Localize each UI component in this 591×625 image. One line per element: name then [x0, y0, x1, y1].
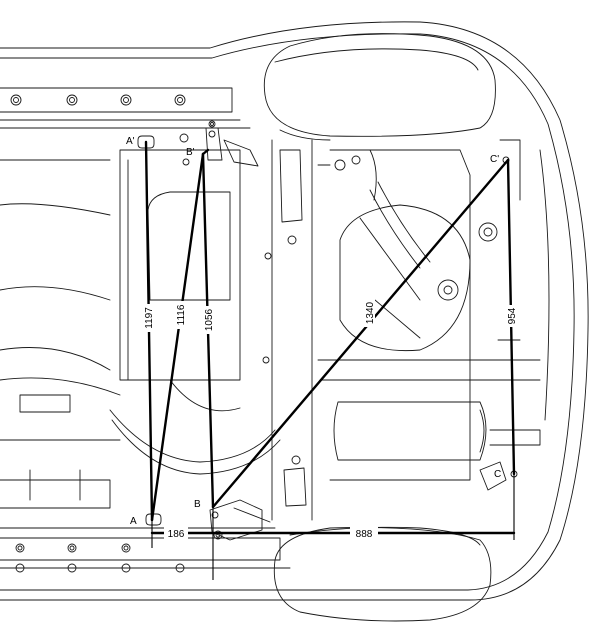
- svg-text:1340: 1340: [365, 301, 376, 324]
- dim-label-186: 186: [164, 526, 188, 540]
- svg-text:1116: 1116: [176, 304, 187, 325]
- point-label-b: B: [194, 499, 201, 510]
- point-label-b-prime: B': [186, 147, 195, 158]
- svg-text:888: 888: [356, 529, 373, 540]
- svg-text:186: 186: [168, 529, 185, 540]
- measurement-lines: [144, 140, 516, 580]
- point-label-a: A: [130, 516, 137, 527]
- dim-label-888: 888: [350, 526, 378, 540]
- point-label-c-prime: C': [490, 154, 499, 165]
- svg-text:1197: 1197: [144, 307, 155, 329]
- dimension-line-bprime-to-b: [201, 148, 210, 156]
- dim-label-954: 954: [505, 305, 518, 327]
- dim-label-1056: 1056: [202, 306, 215, 334]
- vehicle-underbody-line-art: [0, 21, 589, 622]
- dim-label-1197: 1197: [142, 304, 155, 332]
- svg-text:954: 954: [507, 307, 518, 324]
- dim-label-1340: 1340: [363, 299, 376, 327]
- svg-text:1056: 1056: [204, 308, 215, 331]
- dim-label-1116: 1116: [174, 301, 187, 329]
- dimension-labels: 1197 1116 1056 1340 954 186 888: [142, 299, 518, 540]
- dimension-line-1340-from-b: [211, 158, 510, 509]
- point-label-c: C: [494, 469, 501, 480]
- point-label-a-prime: A': [126, 136, 135, 147]
- dimension-line-1116: [150, 152, 205, 522]
- point-labels: A' B' C' A B C: [126, 136, 501, 527]
